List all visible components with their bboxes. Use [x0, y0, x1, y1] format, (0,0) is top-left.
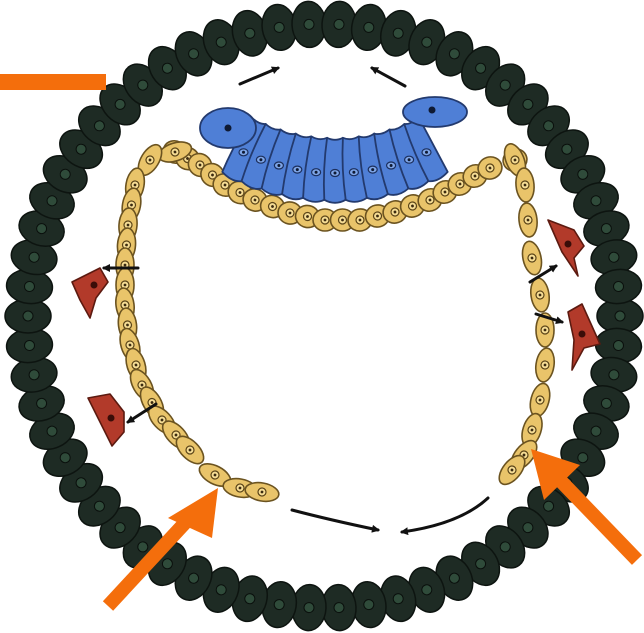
migration-arrow [292, 510, 378, 530]
hypoblast-cell [527, 381, 553, 418]
hypoblast-cell [534, 347, 557, 383]
migration-arrow [402, 498, 488, 532]
mesenchymal-cell-icon [72, 268, 108, 318]
migration-arrows [104, 68, 562, 532]
hypoblast-cell [515, 167, 536, 202]
orange-bar-icon [0, 74, 106, 90]
mesenchymal-cell-icon [88, 394, 124, 446]
hypoblast-cell [520, 239, 545, 276]
epiblast-cell [403, 97, 467, 127]
hypoblast-cell [517, 202, 538, 238]
migration-arrow [240, 68, 278, 84]
migration-arrow [372, 68, 405, 86]
hypoblast-cell [244, 480, 281, 504]
mesenchymal-cell-icon [568, 304, 600, 370]
